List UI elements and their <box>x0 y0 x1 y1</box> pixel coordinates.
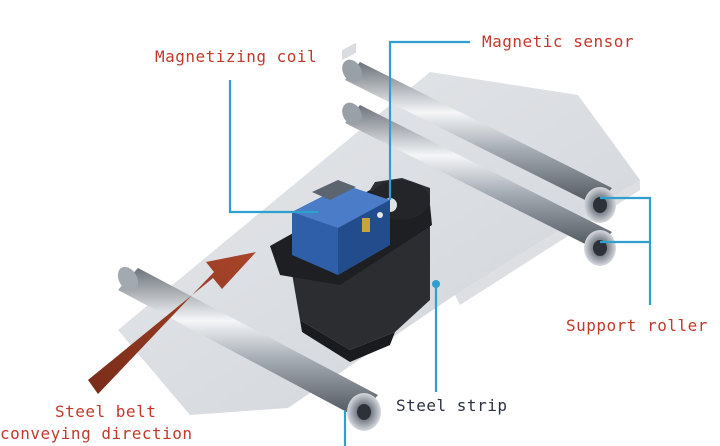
label-steel-belt-line1: Steel belt <box>55 402 157 421</box>
support-roller-lower <box>342 102 616 266</box>
leader-support-roller <box>600 196 652 305</box>
support-roller-upper <box>342 59 616 223</box>
leader-magnetizing-coil <box>228 80 318 214</box>
leader-lines <box>228 40 652 446</box>
strip-marker-dot <box>432 280 440 288</box>
label-magnetic-sensor: Magnetic sensor <box>482 32 634 51</box>
label-steel-strip: Steel strip <box>396 396 508 415</box>
label-steel-belt-line2: conveying direction <box>0 424 193 443</box>
label-magnetizing-coil: Magnetizing coil <box>155 47 318 66</box>
leader-magnetic-sensor <box>388 40 470 200</box>
conveying-direction-arrow <box>88 252 256 394</box>
inspection-device <box>270 42 432 362</box>
front-roller <box>117 266 381 431</box>
label-support-roller: Support roller <box>566 316 708 335</box>
